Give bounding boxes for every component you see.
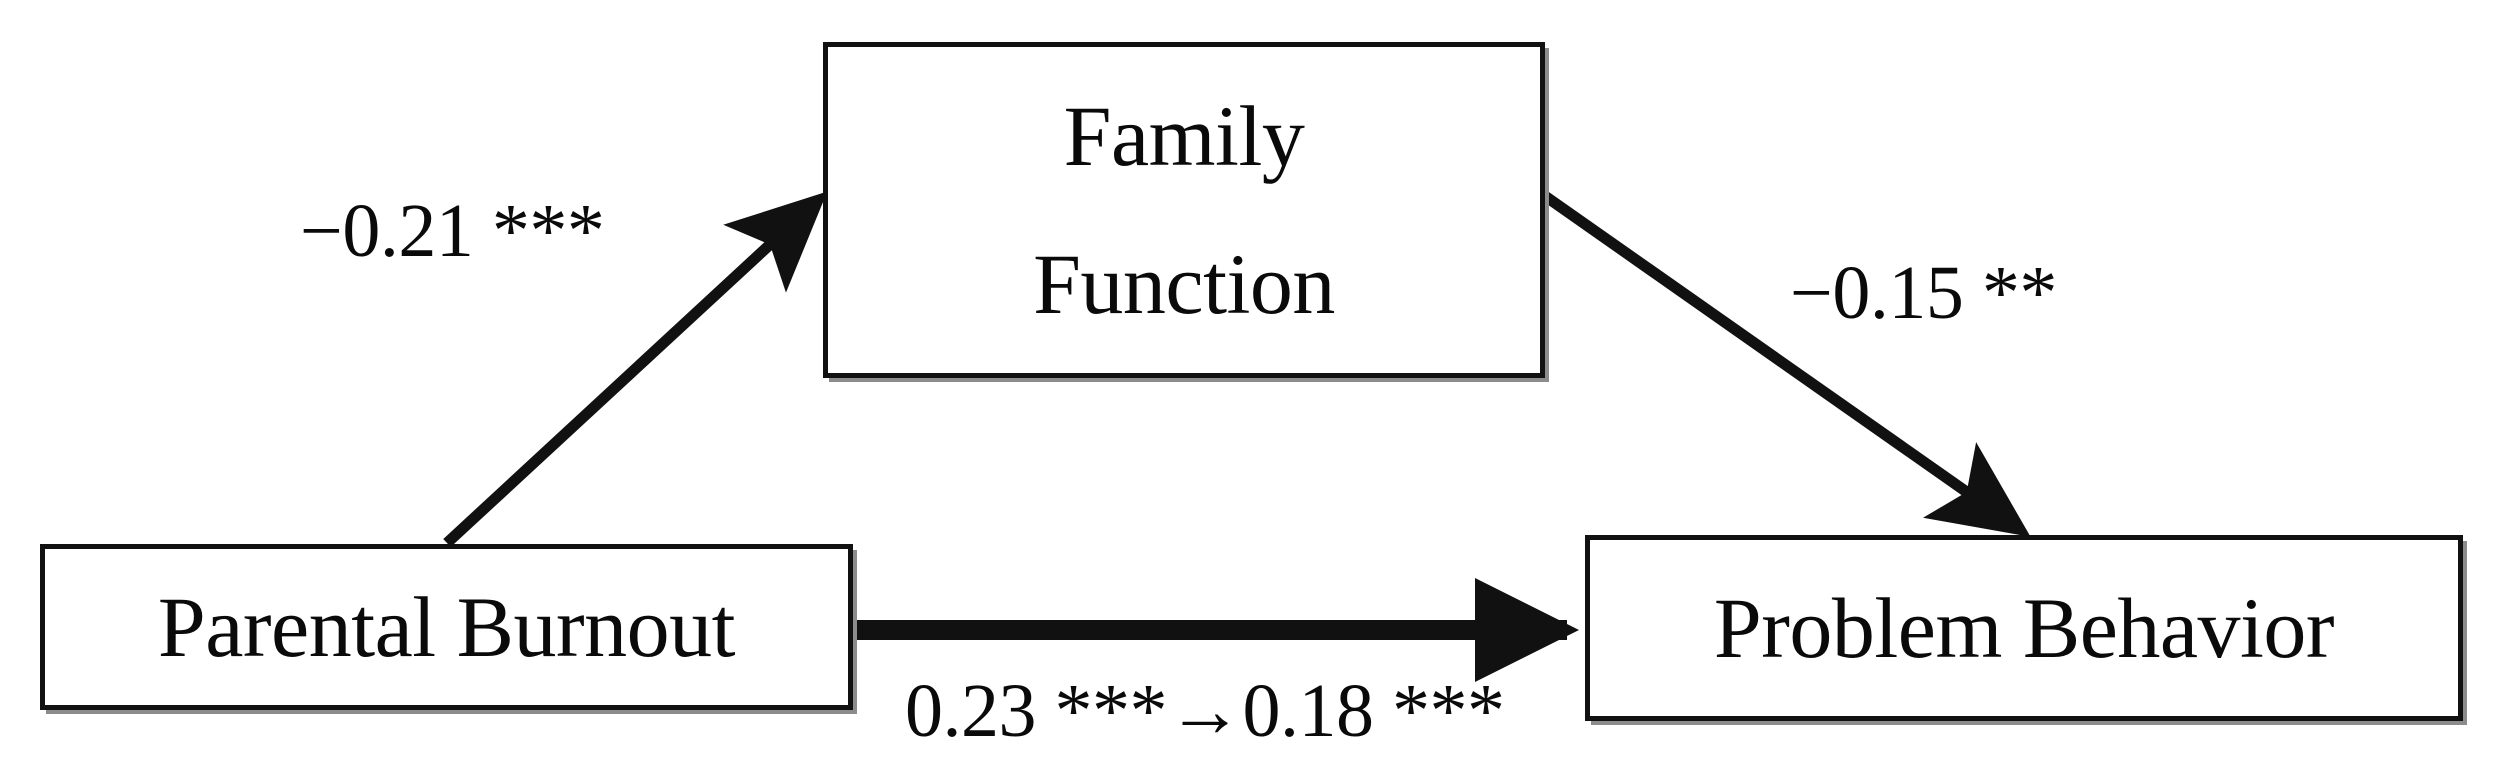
- path-label-c-coefficient: 0.23 ***→0.18 ***: [905, 669, 1505, 753]
- node-problem-behavior[interactable]: Problem Behavior: [1585, 535, 2463, 721]
- node-problem-behavior-label: Problem Behavior: [1713, 579, 2335, 676]
- node-family-function-label-line1: Family: [1063, 87, 1305, 184]
- node-family-function[interactable]: Family Function: [823, 42, 1545, 378]
- edge-b-path-family-to-problem: [1541, 191, 2031, 537]
- path-label-b-coefficient: −0.15 **: [1790, 251, 2057, 335]
- node-family-function-label-line2: Function: [1033, 236, 1335, 332]
- node-parental-burnout[interactable]: Parental Burnout: [40, 544, 853, 710]
- path-label-a-coefficient: −0.21 ***: [300, 189, 605, 273]
- node-parental-burnout-label: Parental Burnout: [157, 578, 736, 675]
